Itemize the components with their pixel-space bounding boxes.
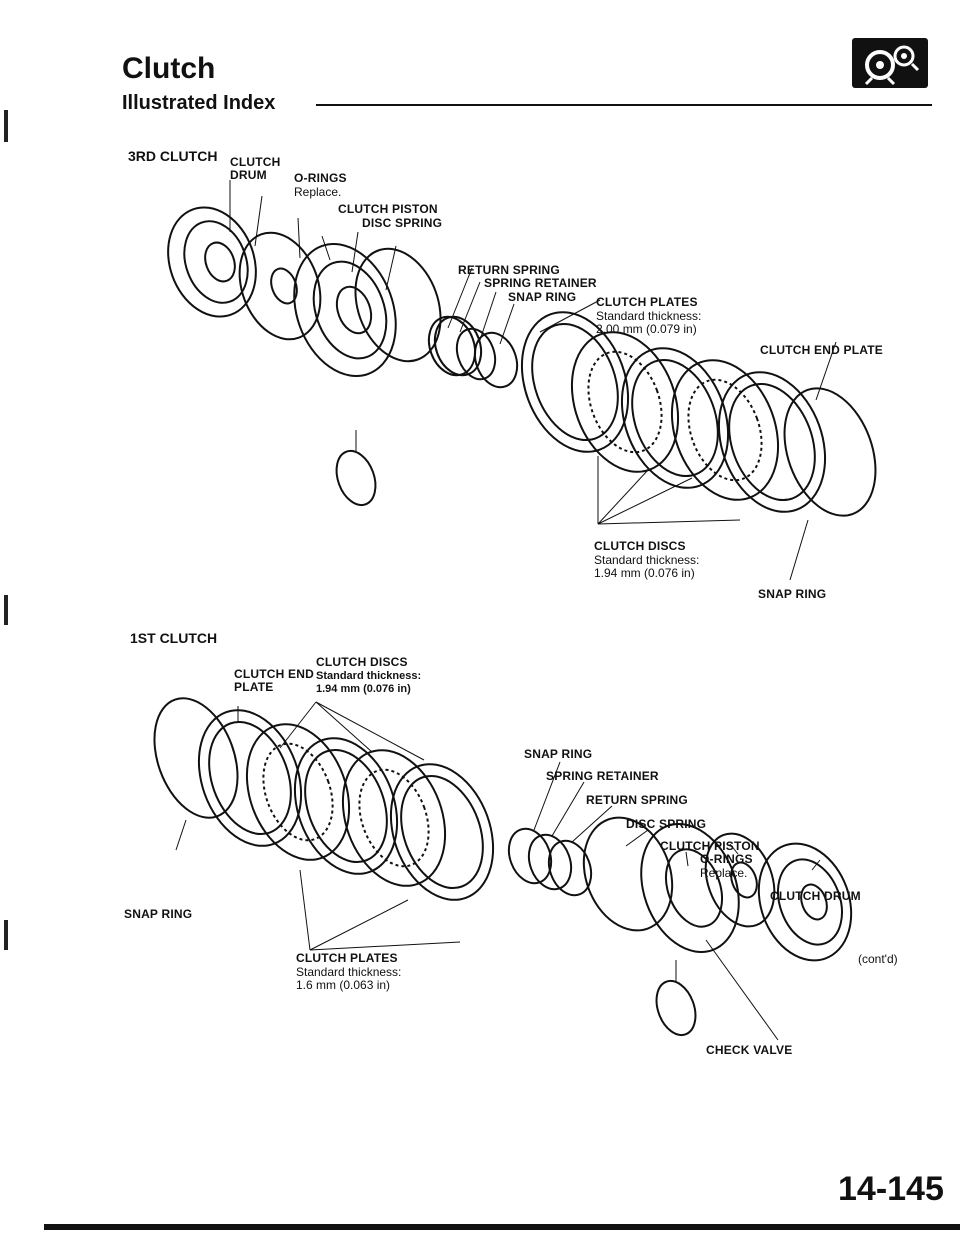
third-clutch-return-spring-label: RETURN SPRING xyxy=(458,263,560,277)
third-clutch-drum-label: CLUTCH DRUM xyxy=(230,155,281,182)
first-clutch-plate-stack xyxy=(197,709,495,901)
third-clutch-discs-value: 1.94 mm (0.076 in) xyxy=(594,566,695,580)
third-clutch-piston xyxy=(293,243,397,377)
first-clutch-return-spring xyxy=(507,827,593,897)
third-clutch-disc-spring xyxy=(354,247,442,363)
third-clutch-plates-std: Standard thickness: xyxy=(596,309,702,323)
first-clutch-snap-ring xyxy=(153,697,239,819)
first-clutch-plates-label: CLUTCH PLATES xyxy=(296,951,398,965)
binding-mark xyxy=(4,595,8,625)
third-clutch-spring-retainer-label: SPRING RETAINER xyxy=(484,276,597,290)
third-clutch-return-spring xyxy=(427,315,519,389)
first-clutch-drum-label: CLUTCH DRUM xyxy=(770,889,861,903)
first-clutch-o-rings-label: O-RINGS xyxy=(700,852,753,866)
third-clutch-disc-spring-label: DISC SPRING xyxy=(362,216,443,230)
first-clutch-piston xyxy=(640,823,740,953)
third-clutch-o-ring-large xyxy=(238,231,322,341)
third-clutch-section-label: 3RD CLUTCH xyxy=(128,148,218,164)
transmission-gear-icon xyxy=(852,38,928,88)
first-clutch-discs-std: Standard thickness: xyxy=(316,670,422,682)
first-clutch-end-plate-label: CLUTCH END PLATE xyxy=(234,667,314,694)
first-clutch-small-o-ring xyxy=(655,979,697,1037)
page-title: Clutch xyxy=(122,52,216,85)
first-clutch-disc-spring xyxy=(582,816,674,932)
third-clutch-snap-ring-label: SNAP RING xyxy=(508,290,577,304)
third-clutch-small-o-ring xyxy=(335,449,377,507)
third-clutch-plate-stack xyxy=(520,311,827,513)
third-clutch-discs-label: CLUTCH DISCS xyxy=(594,539,686,553)
first-clutch-spring-retainer-label: SPRING RETAINER xyxy=(546,769,659,783)
third-clutch-plates-value: 2.00 mm (0.079 in) xyxy=(596,322,697,336)
first-clutch-snap-ring-left-label: SNAP RING xyxy=(124,907,193,921)
first-clutch-discs-value: 1.94 mm (0.076 in) xyxy=(316,683,411,695)
third-clutch-snap-ring-bottom-label: SNAP RING xyxy=(758,587,827,601)
page-number: 14-145 xyxy=(838,1170,944,1208)
first-clutch-disc-spring-label: DISC SPRING xyxy=(626,817,707,831)
binding-mark xyxy=(4,110,8,142)
header-rule xyxy=(316,104,932,106)
binding-mark xyxy=(4,920,8,950)
first-clutch-discs-label: CLUTCH DISCS xyxy=(316,655,408,669)
first-clutch-snap-ring-top-label: SNAP RING xyxy=(524,747,593,761)
first-clutch-plates-value: 1.6 mm (0.063 in) xyxy=(296,978,391,992)
continued-note: (cont'd) xyxy=(858,952,898,966)
first-clutch-section-label: 1ST CLUTCH xyxy=(130,630,218,646)
first-clutch-piston-label: CLUTCH PISTON xyxy=(660,839,760,853)
first-clutch-drum xyxy=(757,842,853,962)
third-clutch-snap-ring xyxy=(783,387,877,517)
first-clutch-o-ring xyxy=(704,832,776,928)
first-clutch-check-valve-label: CHECK VALVE xyxy=(706,1043,793,1057)
first-clutch-o-rings-note: Replace. xyxy=(700,866,748,880)
third-clutch-plates-label: CLUTCH PLATES xyxy=(596,295,698,309)
page-subtitle: Illustrated Index xyxy=(122,92,276,114)
third-clutch-drum xyxy=(167,206,257,318)
footer-rule xyxy=(44,1224,960,1230)
first-clutch-plates-std: Standard thickness: xyxy=(296,965,402,979)
third-clutch-discs-std: Standard thickness: xyxy=(594,553,700,567)
third-clutch-o-rings-note: Replace. xyxy=(294,185,342,199)
first-clutch-return-spring-label: RETURN SPRING xyxy=(586,793,688,807)
third-clutch-piston-label: CLUTCH PISTON xyxy=(338,202,438,216)
third-clutch-o-rings-label: O-RINGS xyxy=(294,171,347,185)
third-clutch-end-plate-label: CLUTCH END PLATE xyxy=(760,343,883,357)
